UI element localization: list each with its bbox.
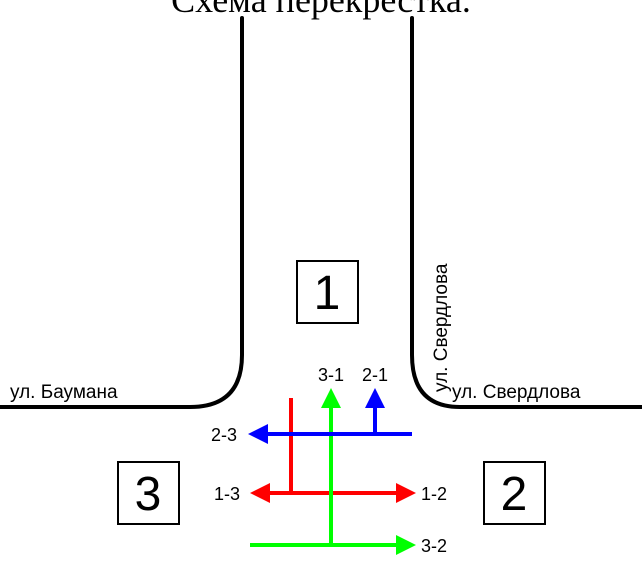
movement-label-3-1: 3-1 <box>318 365 344 385</box>
movement-label-2-1: 2-1 <box>362 365 388 385</box>
zone-box-2 <box>483 461 546 525</box>
zone-box-3 <box>117 461 180 525</box>
curb-left <box>0 16 244 409</box>
movement-label-3-2: 3-2 <box>421 536 447 556</box>
zone-label-2: 2 <box>501 468 528 521</box>
street-label-right: ул. Свердлова <box>452 382 581 403</box>
zone-box-1 <box>296 260 359 324</box>
zone-label-3: 3 <box>135 468 162 521</box>
curb-right <box>410 16 642 409</box>
path-1-3 <box>250 398 293 503</box>
movement-label-1-2: 1-2 <box>421 484 447 504</box>
movement-label-2-3: 2-3 <box>211 425 237 445</box>
street-label-vertical: ул. Свердлова <box>431 263 452 392</box>
movement-label-1-3: 1-3 <box>214 484 240 504</box>
diagram-title: Схема перекрестка. <box>171 0 471 20</box>
street-label-left: ул. Баумана <box>10 382 118 403</box>
zone-label-1: 1 <box>314 267 341 320</box>
